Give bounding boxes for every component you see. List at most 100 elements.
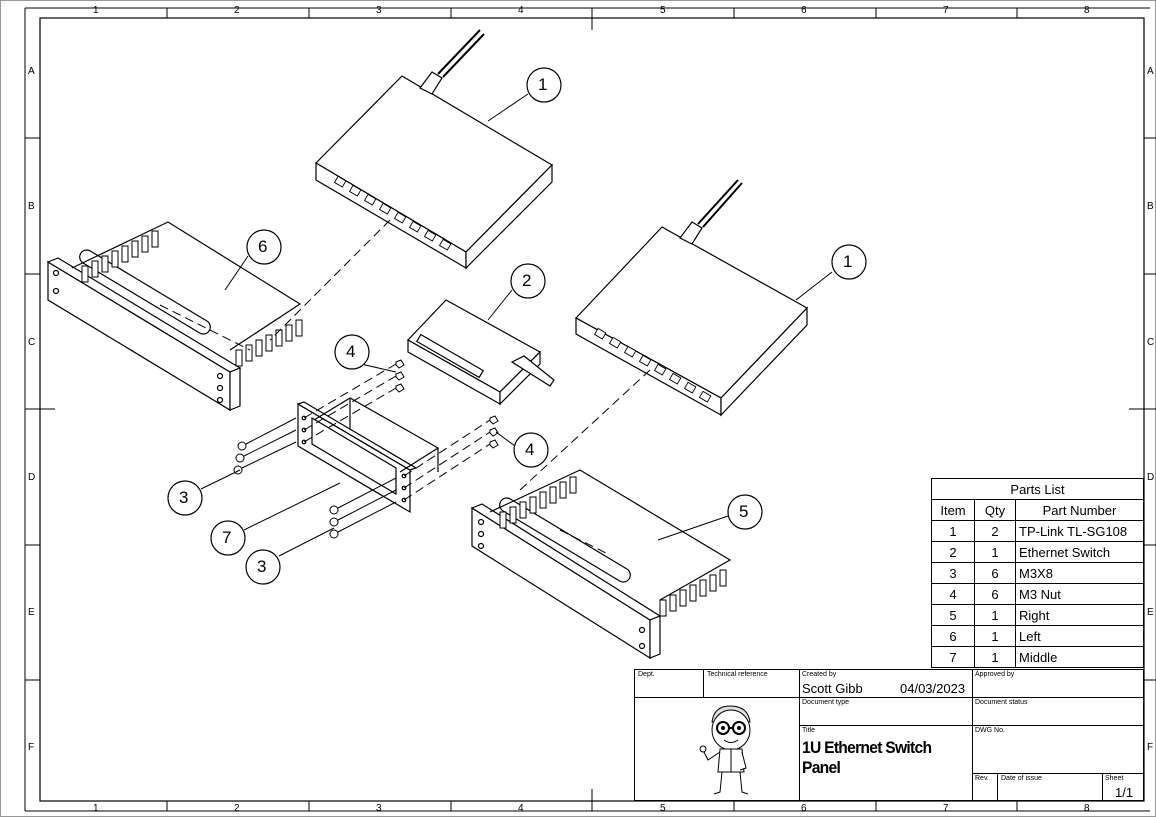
created-by-value: Scott Gibb [802, 681, 863, 696]
date-of-issue-cell: Date of issue [998, 774, 1103, 800]
nut [395, 359, 405, 369]
header-part-number: Part Number [1015, 499, 1144, 521]
cell-qty: 6 [974, 583, 1016, 605]
zone-column-label: 6 [801, 5, 807, 16]
zone-row-label: F [28, 742, 35, 753]
zone-column-label: 8 [1084, 5, 1090, 16]
nut [395, 383, 405, 393]
balloon-4b [513, 432, 549, 468]
created-date: 04/03/2023 [900, 681, 966, 696]
middle-bracket [296, 397, 440, 514]
small-ethernet-switch [407, 299, 555, 406]
rev-cell: Rev. [973, 774, 998, 800]
cell-qty: 6 [974, 562, 1016, 584]
balloon-number: 1 [843, 252, 853, 271]
document-status-label: Document status [975, 699, 1028, 706]
zone-row-label: D [1147, 472, 1155, 483]
cell-part-number: Middle [1015, 646, 1144, 668]
zone-row-label: A [28, 66, 35, 77]
title-block: Dept. Technical reference Created by Sco… [634, 669, 1144, 801]
rev-label: Rev. [975, 775, 989, 782]
created-by-label: Created by [802, 671, 837, 678]
zone-column-label: 4 [518, 803, 524, 814]
zone-column-label: 3 [376, 803, 382, 814]
zone-column-label: 5 [660, 5, 666, 16]
balloon-6 [246, 229, 282, 265]
document-type-label: Document type [802, 699, 850, 706]
ethernet-switch-top [315, 29, 553, 270]
balloon-number: 4 [346, 342, 356, 361]
screw [235, 429, 297, 463]
zone-row-label: E [1147, 607, 1154, 618]
zone-column-label: 1 [93, 803, 99, 814]
cell-item: 1 [931, 520, 975, 542]
zone-row-label: A [1147, 66, 1154, 77]
cell-item: 5 [931, 604, 975, 626]
nut [489, 439, 499, 449]
header-qty: Qty [974, 499, 1016, 521]
zone-row-label: C [1147, 337, 1155, 348]
balloon-4a [334, 334, 370, 370]
date-of-issue-label: Date of issue [1001, 775, 1042, 782]
parts-list-title: Parts List [931, 478, 1144, 500]
balloon-1b [831, 244, 867, 280]
title-label: Title [802, 727, 815, 734]
zone-column-label: 4 [518, 5, 524, 16]
header-item: Item [931, 499, 975, 521]
assembly-lines [159, 219, 651, 556]
balloon-3b [245, 549, 281, 585]
balloon-number: 4 [525, 440, 535, 459]
cell-qty: 1 [974, 646, 1016, 668]
zone-column-label: 5 [660, 803, 666, 814]
cell-item: 4 [931, 583, 975, 605]
zone-column-label: 2 [234, 5, 240, 16]
zone-column-label: 2 [234, 803, 240, 814]
cell-part-number: M3 Nut [1015, 583, 1144, 605]
balloon-1a [526, 67, 562, 103]
zone-row-label: C [28, 337, 36, 348]
nut [395, 371, 405, 381]
cell-qty: 1 [974, 604, 1016, 626]
technical-reference-cell: Technical reference [704, 670, 800, 698]
screw [329, 501, 397, 539]
parts-list-header: Item Qty Part Number [931, 499, 1144, 521]
zone-column-label: 8 [1084, 803, 1090, 814]
cell-item: 3 [931, 562, 975, 584]
balloons [167, 67, 867, 585]
zone-column-label: 7 [943, 5, 949, 16]
dept-label: Dept. [638, 671, 655, 678]
zone-row-label: F [1147, 742, 1154, 753]
cell-item: 7 [931, 646, 975, 668]
screw [329, 477, 397, 515]
zone-column-label: 3 [376, 5, 382, 16]
sheet-cell: Sheet 1/1 [1103, 774, 1143, 800]
created-by-cell: Created by Scott Gibb 04/03/2023 [800, 670, 973, 698]
zone-column-label: 7 [943, 803, 949, 814]
cell-part-number: TP-Link TL-SG108 [1015, 520, 1144, 542]
cell-part-number: M3X8 [1015, 562, 1144, 584]
screw [237, 417, 297, 451]
logo-cell [635, 698, 800, 800]
sheet-label: Sheet [1105, 775, 1124, 782]
zone-row-label: E [28, 607, 35, 618]
drawing-title: 1U Ethernet Switch Panel [802, 738, 932, 777]
cartoon-avatar-logo [699, 705, 751, 795]
balloon-3a [167, 480, 203, 516]
left-bracket [46, 221, 303, 412]
cell-qty: 2 [974, 520, 1016, 542]
approved-by-label: Approved by [975, 671, 1015, 678]
dept-cell: Dept. [635, 670, 704, 698]
balloon-number: 6 [258, 237, 268, 256]
balloon-number: 5 [739, 502, 749, 521]
zone-row-label: B [1147, 201, 1154, 212]
balloon-2 [510, 263, 546, 299]
cell-item: 2 [931, 541, 975, 563]
ethernet-switch-right [575, 179, 808, 417]
